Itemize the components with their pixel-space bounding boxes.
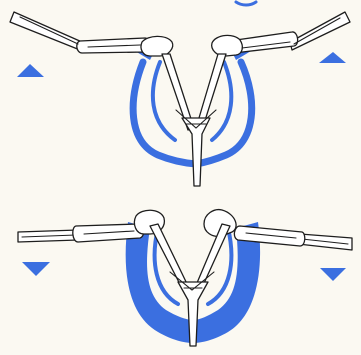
right-wing-bones-upstroke bbox=[212, 12, 350, 56]
right-humerus bbox=[212, 35, 243, 56]
sternum-keel-upstroke bbox=[162, 54, 226, 186]
right-wingtip-bone bbox=[290, 12, 350, 50]
right-down-arrow bbox=[320, 268, 346, 281]
left-down-arrow bbox=[22, 262, 50, 276]
left-wing-bones-upstroke bbox=[10, 12, 173, 56]
downstroke-panel bbox=[18, 210, 352, 346]
edge-fragment bbox=[236, 2, 256, 5]
left-humerus bbox=[141, 36, 173, 56]
left-wing-bones-downstroke bbox=[18, 210, 164, 242]
left-up-arrow bbox=[17, 64, 44, 77]
right-up-arrow bbox=[319, 52, 346, 63]
upstroke-panel bbox=[10, 12, 350, 186]
